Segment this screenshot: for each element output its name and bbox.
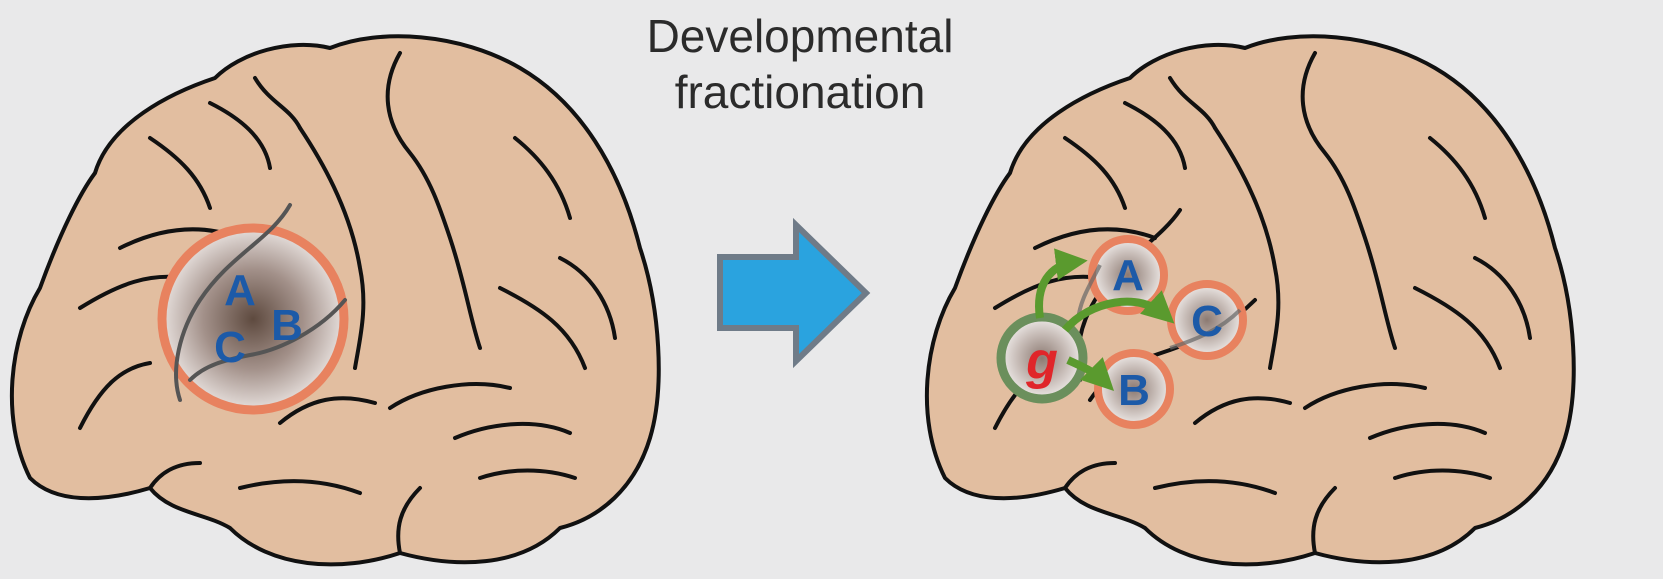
brain-left: A B C xyxy=(12,36,659,564)
right-region-label-a: A xyxy=(1112,251,1144,300)
general-factor-label: g xyxy=(1025,332,1058,390)
left-region-label-c: C xyxy=(214,323,246,372)
right-region-label-b: B xyxy=(1118,366,1150,415)
left-region-label-a: A xyxy=(224,266,256,315)
caption-line-2: fractionation xyxy=(580,64,1020,120)
left-region-label-b: B xyxy=(271,301,303,350)
brain-right: g A C B xyxy=(927,36,1574,564)
caption-line-1: Developmental xyxy=(580,8,1020,64)
right-arrow-icon xyxy=(720,225,866,361)
figure-caption: Developmental fractionation xyxy=(580,8,1020,120)
right-region-label-c: C xyxy=(1191,297,1223,346)
